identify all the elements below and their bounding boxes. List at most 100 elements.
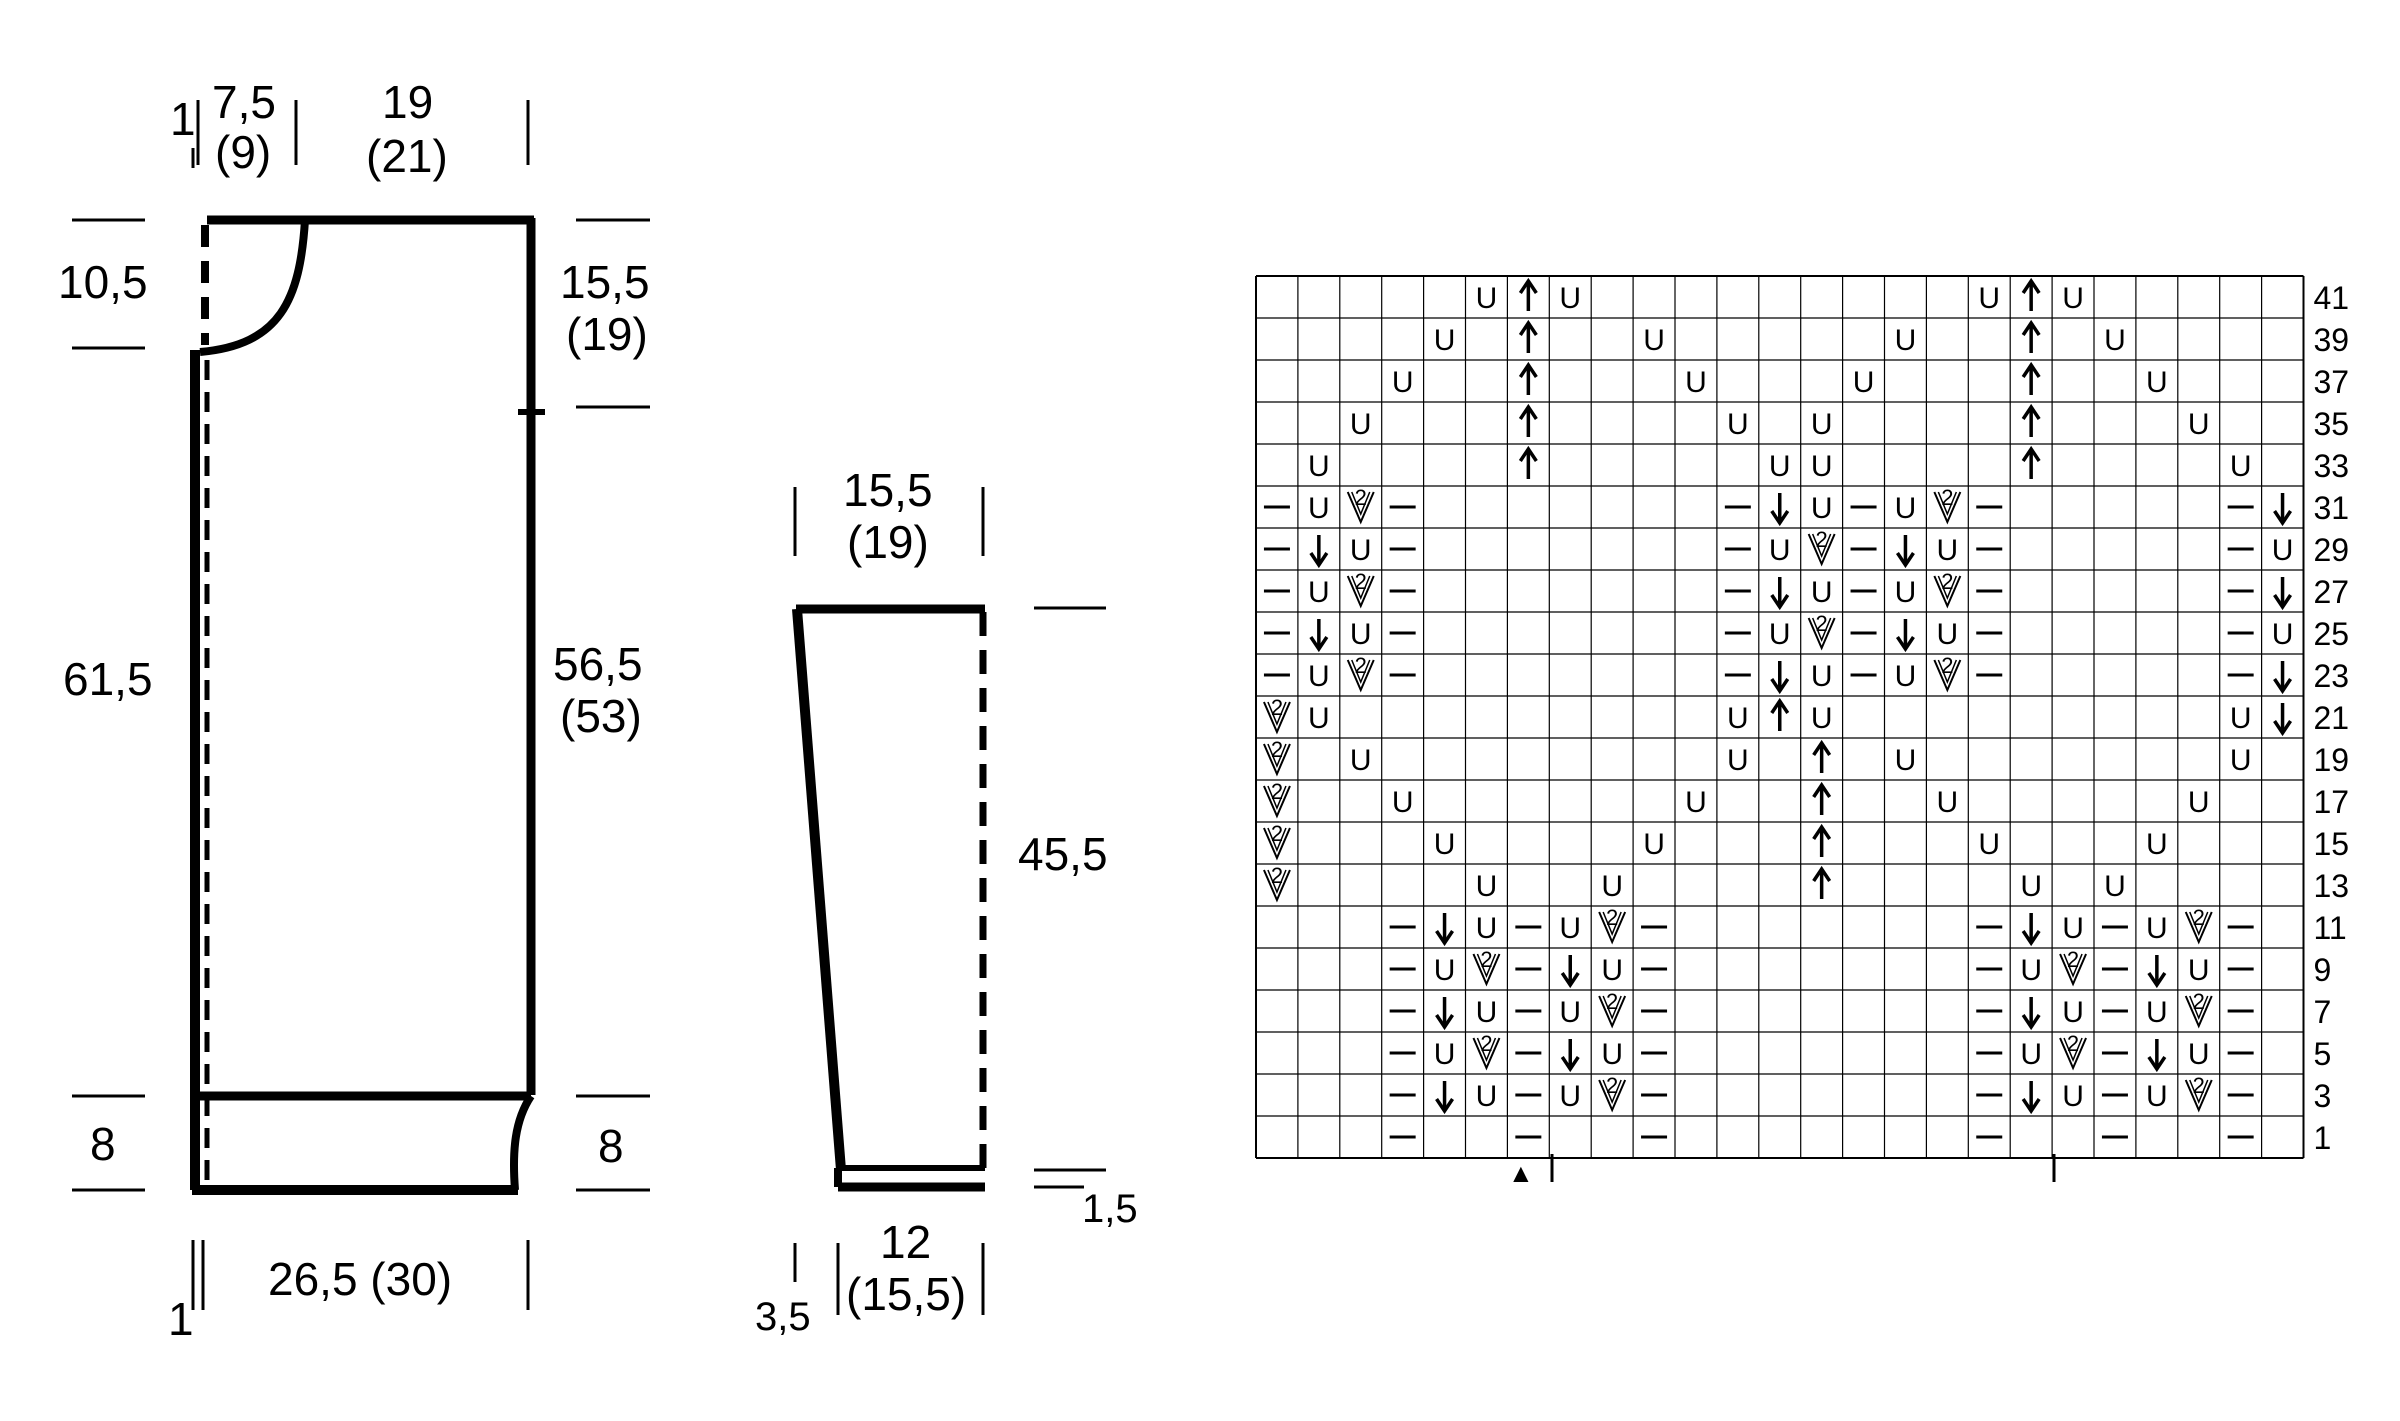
yarn-over-symbol: U	[1434, 954, 1456, 987]
increase-two-symbol-digit: 2	[1271, 779, 1283, 804]
increase-two-symbol-inner	[2063, 1037, 2083, 1062]
yarn-over-symbol: U	[1727, 744, 1749, 777]
yarn-over-symbol: U	[1769, 450, 1791, 483]
increase-two-symbol-inner	[1811, 617, 1832, 642]
increase-two-symbol-inner	[1602, 1079, 1622, 1104]
decrease-down-arrow-head	[2273, 510, 2293, 527]
increase-two-symbol-inner	[1937, 659, 1958, 684]
yarn-over-symbol: U	[1559, 912, 1581, 945]
body-piece	[190, 215, 545, 1195]
decrease-up-arrow-head	[2021, 319, 2041, 336]
decrease-down-arrow-head	[1435, 1098, 1455, 1115]
increase-two-symbol-digit: 2	[1816, 527, 1828, 552]
armhole-depth-label: 15,5	[560, 256, 650, 308]
decrease-down-arrow-head	[2147, 1056, 2167, 1073]
increase-two-symbol-icon	[1263, 701, 1291, 735]
yarn-over-symbol: U	[1769, 534, 1791, 567]
increase-two-symbol-icon	[1263, 785, 1291, 819]
row-number-label: 37	[2314, 364, 2350, 400]
row-number-label: 29	[2314, 532, 2350, 568]
decrease-up-arrow-head	[1812, 781, 1832, 798]
yarn-over-symbol: U	[1434, 828, 1456, 861]
row-number-label: 21	[2314, 700, 2350, 736]
decrease-up-arrow-head	[1812, 865, 1832, 882]
decrease-down-arrow-head	[2273, 678, 2293, 695]
increase-two-symbol-icon	[1346, 575, 1375, 609]
increase-two-symbol-digit: 2	[1941, 569, 1953, 594]
yarn-over-symbol: U	[1895, 492, 1917, 525]
increase-two-symbol-digit: 2	[2193, 1073, 2205, 1098]
yarn-over-symbol: U	[1476, 1080, 1498, 1113]
start-marker-icon: ▲	[1508, 1158, 1534, 1188]
rib-left-label: 8	[90, 1118, 116, 1170]
increase-two-symbol-icon	[1598, 1079, 1627, 1113]
row-number-label: 13	[2314, 868, 2350, 904]
yarn-over-symbol: U	[1727, 408, 1749, 441]
yarn-over-symbol: U	[1476, 996, 1498, 1029]
yarn-over-symbol: U	[1308, 450, 1330, 483]
yarn-over-symbol: U	[1895, 324, 1917, 357]
yarn-over-symbol: U	[1350, 618, 1372, 651]
yarn-over-symbol: U	[2230, 450, 2252, 483]
shoulder-width-alt-label: (21)	[366, 130, 448, 182]
yarn-over-symbol: U	[2272, 618, 2294, 651]
row-number-label: 31	[2314, 490, 2350, 526]
decrease-down-arrow-head	[1770, 594, 1790, 611]
row-number-label: 35	[2314, 406, 2350, 442]
increase-two-symbol-inner	[2189, 911, 2209, 936]
increase-two-symbol-icon	[1807, 533, 1836, 567]
increase-two-symbol-inner	[1351, 491, 1371, 516]
yarn-over-symbol: U	[1350, 408, 1372, 441]
yarn-over-symbol: U	[2062, 912, 2084, 945]
increase-two-symbol-inner	[1602, 995, 1622, 1020]
increase-two-symbol-inner	[1267, 743, 1287, 768]
row-number-label: 23	[2314, 658, 2350, 694]
top-edge-left-label: 1	[170, 93, 196, 145]
yarn-over-symbol: U	[1853, 366, 1875, 399]
yarn-over-symbol: U	[2146, 366, 2168, 399]
increase-two-symbol-icon	[1598, 911, 1627, 945]
shoulder-width-label: 19	[382, 76, 433, 128]
sleeve-dimension-labels: 15,5 (19) 45,5 1,5 3,5 12 (15,5)	[755, 464, 1138, 1339]
yarn-over-symbol: U	[2062, 996, 2084, 1029]
increase-two-symbol-icon	[1472, 1037, 1501, 1071]
increase-two-symbol-icon	[1598, 995, 1627, 1029]
sleeve-piece	[792, 604, 987, 1192]
decrease-down-arrow-head	[2021, 1098, 2041, 1115]
decrease-down-arrow-head	[2273, 594, 2293, 611]
row-number-label: 5	[2314, 1036, 2332, 1072]
yarn-over-symbol: U	[1685, 786, 1707, 819]
increase-two-symbol-icon	[2059, 953, 2087, 987]
increase-two-symbol-digit: 2	[1271, 863, 1283, 888]
row-number-label: 7	[2314, 994, 2332, 1030]
increase-two-symbol-inner	[1937, 491, 1958, 516]
yarn-over-symbol: U	[1895, 744, 1917, 777]
yarn-over-symbol: U	[1811, 576, 1833, 609]
yarn-over-symbol: U	[2230, 702, 2252, 735]
yarn-over-symbol: U	[1434, 324, 1456, 357]
decrease-down-arrow-head	[2021, 1014, 2041, 1031]
sleeve-dimension-marks	[793, 487, 1106, 1315]
decrease-down-arrow-head	[1770, 510, 1790, 527]
yarn-over-symbol: U	[1685, 366, 1707, 399]
yarn-over-symbol: U	[1350, 534, 1372, 567]
yarn-over-symbol: U	[1895, 576, 1917, 609]
increase-two-symbol-inner	[1267, 701, 1287, 726]
decrease-up-arrow-head	[1518, 403, 1538, 420]
row-number-label: 17	[2314, 784, 2350, 820]
decrease-down-arrow-head	[1435, 930, 1455, 947]
row-number-label: 3	[2314, 1078, 2332, 1114]
yarn-over-symbol: U	[1643, 828, 1665, 861]
increase-two-symbol-digit: 2	[1941, 485, 1953, 510]
yarn-over-symbol: U	[1392, 786, 1414, 819]
row-number-label: 27	[2314, 574, 2350, 610]
increase-two-symbol-digit: 2	[1480, 1031, 1492, 1056]
decrease-down-arrow-head	[1560, 1056, 1580, 1073]
decrease-up-arrow-head	[2021, 361, 2041, 378]
decrease-down-arrow-head	[1895, 552, 1915, 569]
increase-two-symbol-digit: 2	[1355, 653, 1367, 678]
increase-two-symbol-digit: 2	[2067, 947, 2079, 972]
increase-two-symbol-icon	[1807, 617, 1836, 651]
